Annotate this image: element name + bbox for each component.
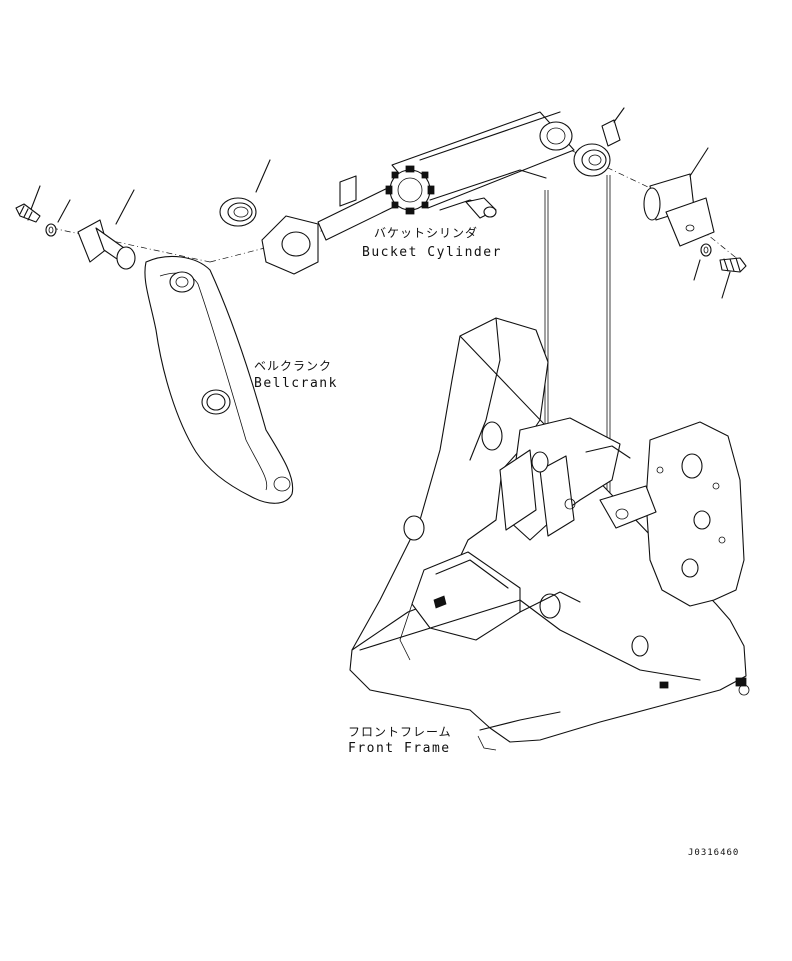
front-frame-label-jp: フロントフレーム (348, 725, 452, 739)
upper-right-seal (573, 107, 625, 177)
right-washer (693, 243, 712, 281)
bellcrank (144, 255, 294, 504)
left-pin (77, 189, 136, 270)
drawing-code: J0316460 (688, 848, 740, 858)
right-bolt (719, 257, 747, 299)
bucket-cylinder-label-jp: バケットシリンダ (374, 226, 479, 240)
upper-left-seal (219, 159, 271, 227)
bucket-cylinder-label-en: Bucket Cylinder (362, 245, 502, 260)
left-washer (45, 199, 71, 237)
bucket-cylinder (261, 111, 575, 275)
gear-icon (385, 165, 435, 215)
bellcrank-label-jp: ベルクランク (254, 359, 333, 373)
left-bolt (15, 185, 41, 223)
bellcrank-label-en: Bellcrank (254, 376, 338, 391)
front-frame (349, 317, 750, 751)
front-frame-label-en: Front Frame (348, 741, 451, 756)
right-pin (643, 147, 715, 247)
